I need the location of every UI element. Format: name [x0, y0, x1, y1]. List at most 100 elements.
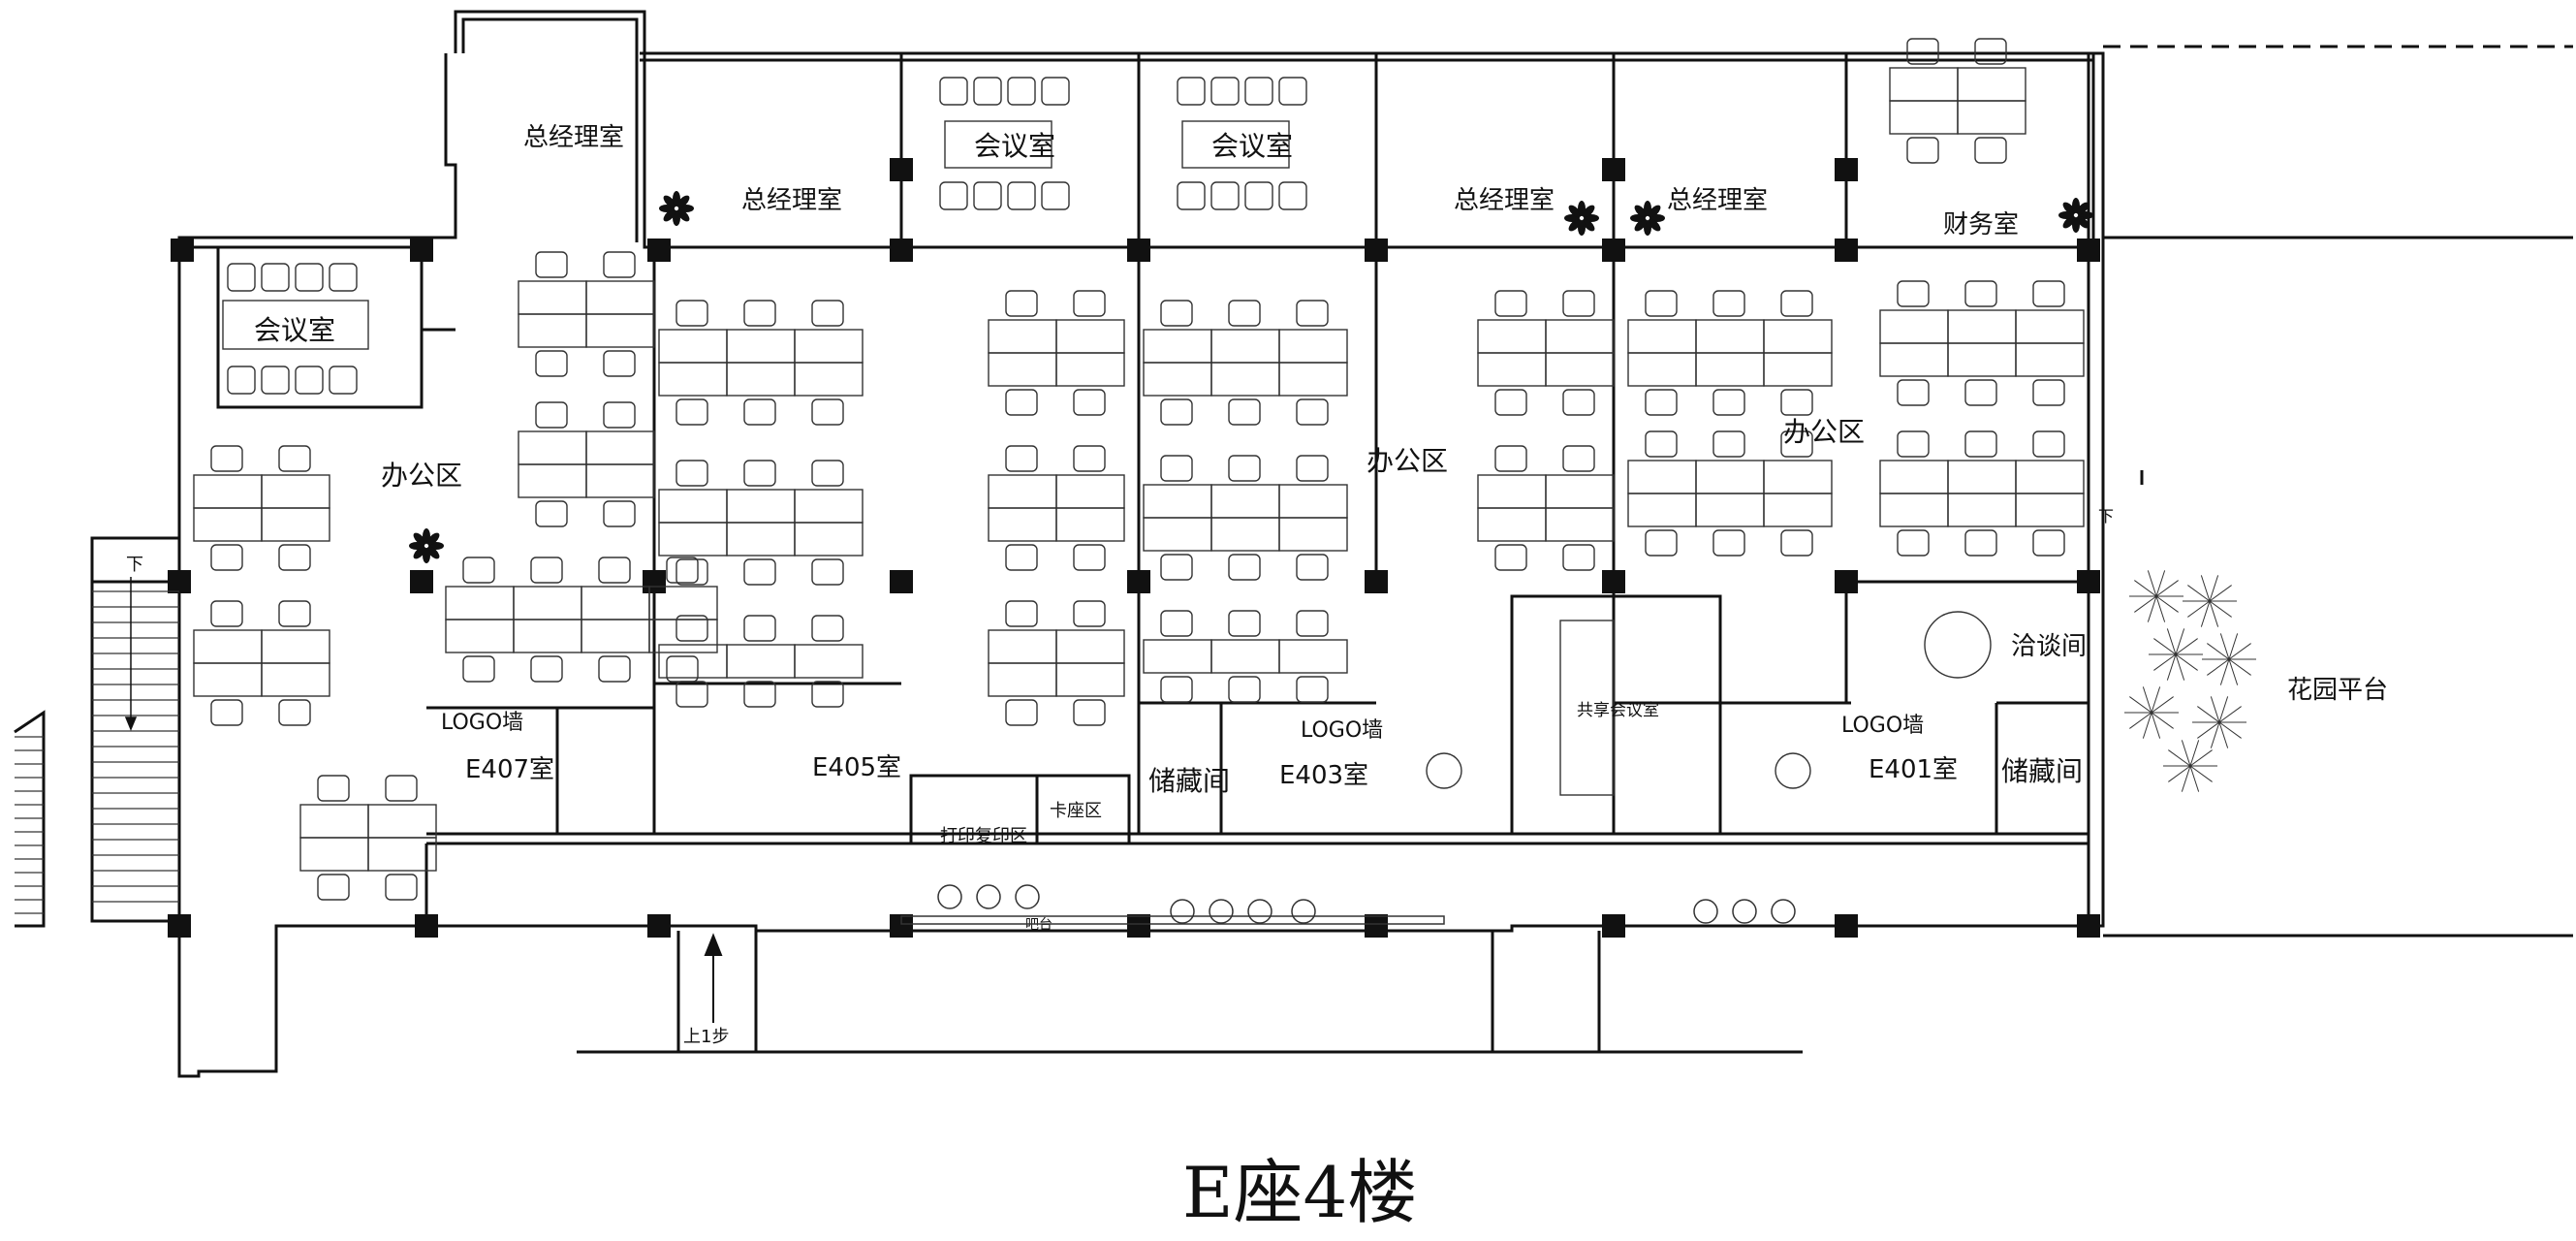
column: [1365, 914, 1388, 938]
chair: [1780, 430, 1813, 458]
chair: [1160, 676, 1193, 703]
garden-shrub: [2151, 686, 2161, 714]
garden-shrub: [2168, 749, 2191, 767]
chair: [598, 557, 631, 584]
label-office-area-mid: 办公区: [1367, 445, 1448, 477]
column: [643, 570, 666, 593]
chair: [1296, 398, 1329, 426]
plant-leaf: [1648, 218, 1661, 232]
column: [1365, 570, 1388, 593]
desk: [1143, 517, 1212, 552]
garden-shrub: [2228, 643, 2251, 660]
desk: [1210, 362, 1280, 397]
garden-shrub: [2218, 706, 2242, 723]
meeting-table: [1181, 120, 1290, 169]
plant-leaf: [1568, 205, 1582, 218]
chair: [1974, 38, 2007, 65]
desk: [1210, 329, 1280, 364]
column: [2077, 570, 2100, 593]
chair: [462, 557, 495, 584]
label-booth-area: 卡座区: [1050, 801, 1102, 821]
chair: [1210, 181, 1240, 210]
garden-shrub: [2175, 653, 2198, 671]
desk: [1055, 629, 1125, 664]
desk: [1545, 507, 1615, 542]
chair: [278, 544, 311, 571]
chair: [811, 558, 844, 586]
chair: [743, 460, 776, 487]
meeting-table: [1559, 620, 1615, 796]
bar-stool: [1247, 899, 1272, 924]
desk: [1055, 474, 1125, 509]
column: [1127, 914, 1150, 938]
desk: [261, 662, 330, 697]
chair: [210, 445, 243, 472]
desk: [1695, 460, 1765, 494]
label-stair-down-right: 下: [2098, 507, 2114, 525]
desk: [658, 329, 728, 364]
garden-shrub: [2218, 721, 2242, 739]
chair: [1228, 455, 1261, 482]
desk: [794, 329, 864, 364]
chair: [675, 615, 708, 642]
desk: [193, 629, 263, 664]
chair: [811, 300, 844, 327]
chair: [598, 655, 631, 683]
desk: [513, 586, 582, 620]
garden-shrub: [2207, 658, 2230, 676]
round-table: [1426, 752, 1462, 789]
chair: [666, 557, 699, 584]
desk: [1763, 460, 1833, 494]
chair: [1244, 77, 1273, 106]
meeting-table: [222, 300, 369, 350]
garden-shrub: [2197, 721, 2220, 739]
desk: [1957, 100, 2026, 135]
chair: [261, 263, 290, 292]
desk: [1477, 352, 1547, 387]
garden-shrub: [2200, 575, 2211, 602]
desk: [585, 430, 655, 465]
column: [1127, 570, 1150, 593]
chair: [278, 600, 311, 627]
chair: [210, 699, 243, 726]
column: [1835, 239, 1858, 262]
chair: [210, 600, 243, 627]
desk: [1055, 319, 1125, 354]
desk: [1947, 460, 2017, 494]
garden-shrub: [2129, 712, 2152, 729]
chair: [1041, 77, 1070, 106]
chair: [1645, 430, 1678, 458]
desk: [726, 362, 796, 397]
chair: [530, 557, 563, 584]
garden-shrub: [2155, 570, 2166, 597]
chairs: [210, 38, 2065, 901]
label-garden-terrace: 花园平台: [2287, 676, 2388, 705]
garden-shrub: [2200, 600, 2211, 627]
desk: [1695, 493, 1765, 527]
desk: [2015, 309, 2085, 344]
garden-shrub: [2142, 686, 2152, 714]
desk: [1210, 517, 1280, 552]
plan-title: E座4楼: [1182, 1152, 1417, 1233]
plant-leaf: [2062, 202, 2076, 215]
plant-leaf: [426, 532, 440, 546]
column: [647, 914, 671, 938]
chair: [1780, 290, 1813, 317]
chair: [1278, 181, 1307, 210]
label-bar-counter: 吧台: [1025, 917, 1052, 933]
chair: [1964, 379, 1997, 406]
chair: [973, 181, 1002, 210]
garden-shrub: [2134, 580, 2157, 597]
plant-leaf: [2076, 215, 2089, 229]
desk: [2015, 493, 2085, 527]
label-logo-wall-3: LOGO墙: [1841, 714, 1924, 738]
chair: [1073, 600, 1106, 627]
chair: [1897, 280, 1930, 307]
column: [2077, 914, 2100, 938]
column: [168, 570, 191, 593]
chair: [675, 558, 708, 586]
desk: [988, 662, 1057, 697]
desk: [1477, 507, 1547, 542]
plant-leaf: [676, 195, 690, 208]
